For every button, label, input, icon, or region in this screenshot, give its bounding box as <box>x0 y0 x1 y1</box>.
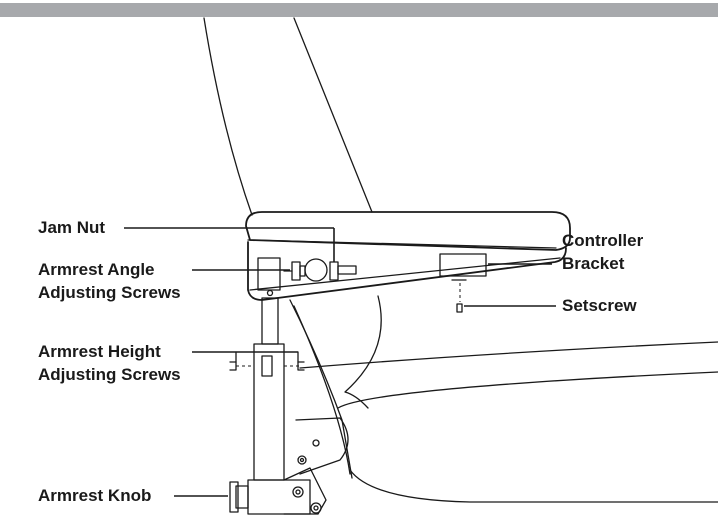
armrest-angle-label-line1: Armrest Angle <box>38 260 155 279</box>
base-clamp <box>247 467 327 515</box>
side-panel <box>289 295 382 479</box>
controller-bracket-label-line2: Bracket <box>562 254 625 273</box>
armrest-height-label-line1: Armrest Height <box>38 342 161 361</box>
armrest-angle-label-line2: Adjusting Screws <box>38 283 181 302</box>
controller-bracket <box>439 253 487 313</box>
armrest-post <box>229 257 305 481</box>
seat-cushion <box>299 341 718 503</box>
armrest-knob-label: Armrest Knob <box>38 486 151 505</box>
backrest <box>203 17 373 216</box>
jam-nut-label: Jam Nut <box>38 218 105 237</box>
header-bar <box>0 3 718 17</box>
armrest-pad <box>245 211 571 301</box>
setscrew-label: Setscrew <box>562 296 637 315</box>
controller-bracket-label-line1: Controller <box>562 231 644 250</box>
leader-lines <box>124 227 556 497</box>
armrest-knob-shape <box>229 481 249 513</box>
angle-adjust-assembly <box>283 258 357 282</box>
armrest-height-label-line2: Adjusting Screws <box>38 365 181 384</box>
